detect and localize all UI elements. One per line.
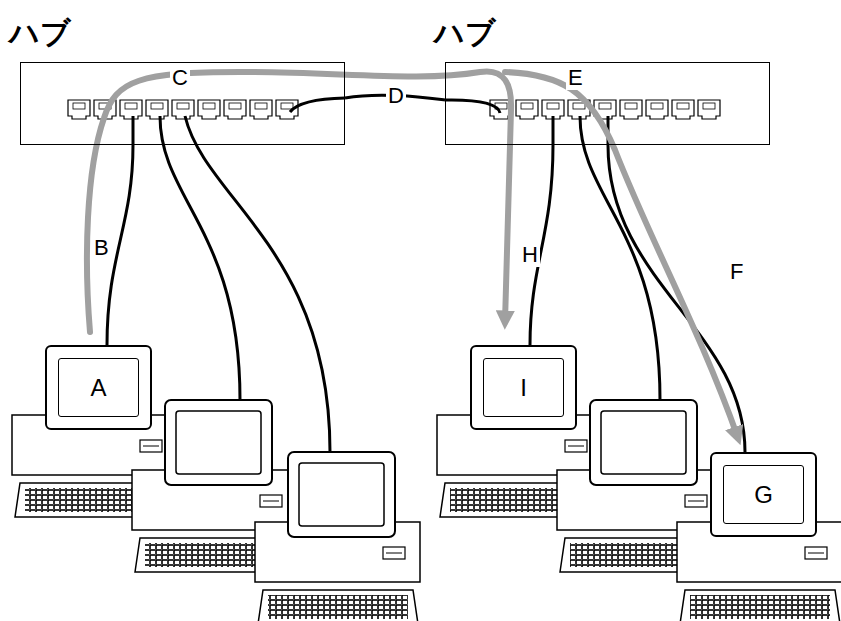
hub-port <box>620 100 642 119</box>
port-contacts <box>229 103 241 109</box>
computer-letter: A <box>90 374 106 402</box>
port-contacts <box>703 103 715 109</box>
network-cable <box>445 100 500 113</box>
disk-drive <box>805 547 827 559</box>
hub-port <box>250 100 272 119</box>
monitor-screen: G <box>723 465 804 524</box>
port-contacts <box>73 103 85 109</box>
port-contacts <box>281 103 293 109</box>
monitor-screen <box>299 463 384 526</box>
monitor-screen: A <box>58 358 139 417</box>
callout-letter: H <box>520 243 540 267</box>
network-cable <box>107 145 133 345</box>
keyboard <box>258 590 418 621</box>
port-contacts <box>151 103 163 109</box>
drive-slot <box>688 501 704 502</box>
hub-port <box>672 100 694 119</box>
keyboard-keys <box>690 595 830 619</box>
drive-slot <box>808 553 824 554</box>
hub-port <box>146 100 168 119</box>
computer-monitor: I <box>470 345 577 430</box>
disk-drive <box>140 440 162 452</box>
computer-letter: G <box>754 481 773 509</box>
monitor <box>288 452 395 537</box>
signal-flow-arrow <box>87 71 511 332</box>
disk-drive <box>565 440 587 452</box>
network-cable <box>552 116 555 145</box>
drive-slot <box>568 446 584 447</box>
computer-monitor: G <box>710 452 817 537</box>
hub-port <box>646 100 668 119</box>
callout-letter: D <box>386 84 406 108</box>
hub-port <box>68 100 90 119</box>
port-contacts <box>625 103 637 109</box>
network-cable <box>185 116 330 452</box>
computer <box>255 452 420 621</box>
port-contacts <box>521 103 533 109</box>
network-cable <box>132 116 135 145</box>
computer-letter: I <box>520 374 527 402</box>
keyboard <box>680 590 840 621</box>
hub-port <box>172 100 194 119</box>
disk-drive <box>260 495 282 507</box>
network-cable <box>290 98 345 112</box>
callout-letter: B <box>92 236 111 260</box>
port-contacts <box>547 103 559 109</box>
monitor-screen: I <box>483 358 564 417</box>
port-contacts <box>255 103 267 109</box>
port-contacts <box>651 103 663 109</box>
monitor-screen <box>176 411 261 474</box>
hub-heading: ハブ <box>434 13 496 54</box>
hub-port <box>516 100 538 119</box>
port-contacts <box>599 103 611 109</box>
port-contacts <box>177 103 189 109</box>
disk-drive <box>685 495 707 507</box>
hub-port <box>120 100 142 119</box>
port-contacts <box>677 103 689 109</box>
disk-drive <box>383 547 405 559</box>
hub-port <box>198 100 220 119</box>
hub-port <box>698 100 720 119</box>
computer-monitor: A <box>45 345 152 430</box>
monitor <box>165 400 272 485</box>
keyboard-keys <box>268 595 408 619</box>
monitor <box>590 400 697 485</box>
callout-letter: C <box>170 66 190 90</box>
hub-port <box>224 100 246 119</box>
drive-slot <box>263 501 279 502</box>
port-contacts <box>125 103 137 109</box>
port-contacts <box>573 103 585 109</box>
network-cable <box>160 116 240 400</box>
callout-letter: E <box>566 66 585 90</box>
port-contacts <box>203 103 215 109</box>
hub-box: ハブ <box>445 62 770 145</box>
drive-slot <box>386 553 402 554</box>
callout-letter: F <box>728 260 745 284</box>
monitor-screen <box>601 411 686 474</box>
drive-slot <box>143 446 159 447</box>
hub-heading: ハブ <box>9 13 71 54</box>
